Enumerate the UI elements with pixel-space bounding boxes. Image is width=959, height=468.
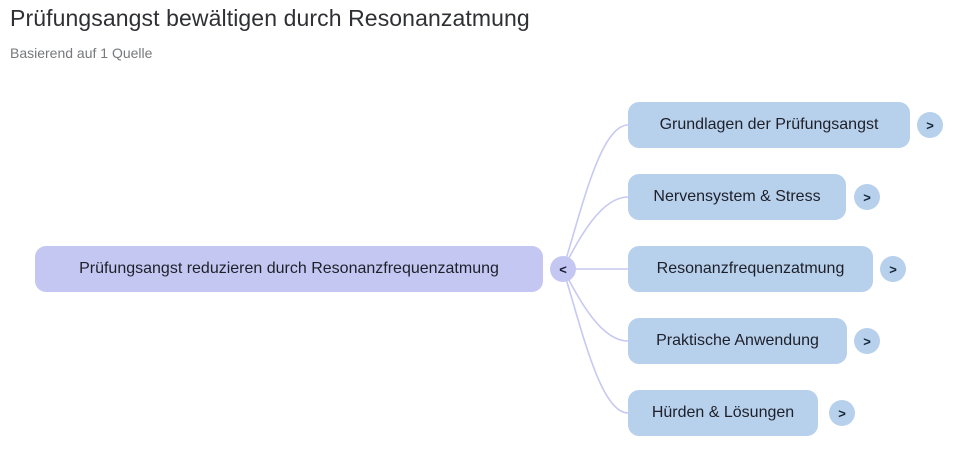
child-node-grundlagen[interactable]: Grundlagen der Prüfungsangst [628,102,910,148]
expand-child-3-button[interactable]: > [880,256,906,282]
page-title: Prüfungsangst bewältigen durch Resonanza… [10,5,530,31]
child-node-huerden-loesungen[interactable]: Hürden & Lösungen [628,390,818,436]
child-node-label: Nervensystem & Stress [653,188,821,205]
child-node-label: Hürden & Lösungen [651,404,795,421]
chevron-left-icon: < [559,261,567,277]
child-node-label: Grundlagen der Prüfungsangst [659,116,879,133]
root-node[interactable]: Prüfungsangst reduzieren durch Resonanzf… [35,246,543,292]
root-node-label: Prüfungsangst reduzieren durch Resonanzf… [79,260,499,277]
child-node-praktische-anwendung[interactable]: Praktische Anwendung [628,318,847,364]
chevron-right-icon: > [926,117,934,133]
source-count-label: Basierend auf 1 Quelle [10,45,153,61]
chevron-right-icon: > [838,405,846,421]
child-node-nervensystem[interactable]: Nervensystem & Stress [628,174,846,220]
expand-child-1-button[interactable]: > [917,112,943,138]
expand-child-4-button[interactable]: > [854,328,880,354]
chevron-right-icon: > [889,261,897,277]
connector-line-root-to-child-1 [562,124,629,270]
connector-line-root-to-child-2 [562,196,629,270]
child-node-resonanzfrequenzatmung[interactable]: Resonanzfrequenzatmung [628,246,873,292]
chevron-right-icon: > [863,333,871,349]
expand-child-5-button[interactable]: > [829,400,855,426]
expand-child-2-button[interactable]: > [854,184,880,210]
chevron-right-icon: > [863,189,871,205]
child-node-label: Resonanzfrequenzatmung [656,260,845,277]
collapse-root-button[interactable]: < [550,256,576,282]
child-node-label: Praktische Anwendung [656,332,819,349]
connector-line-root-to-child-4 [562,268,629,342]
connector-line-root-to-child-5 [562,268,629,414]
